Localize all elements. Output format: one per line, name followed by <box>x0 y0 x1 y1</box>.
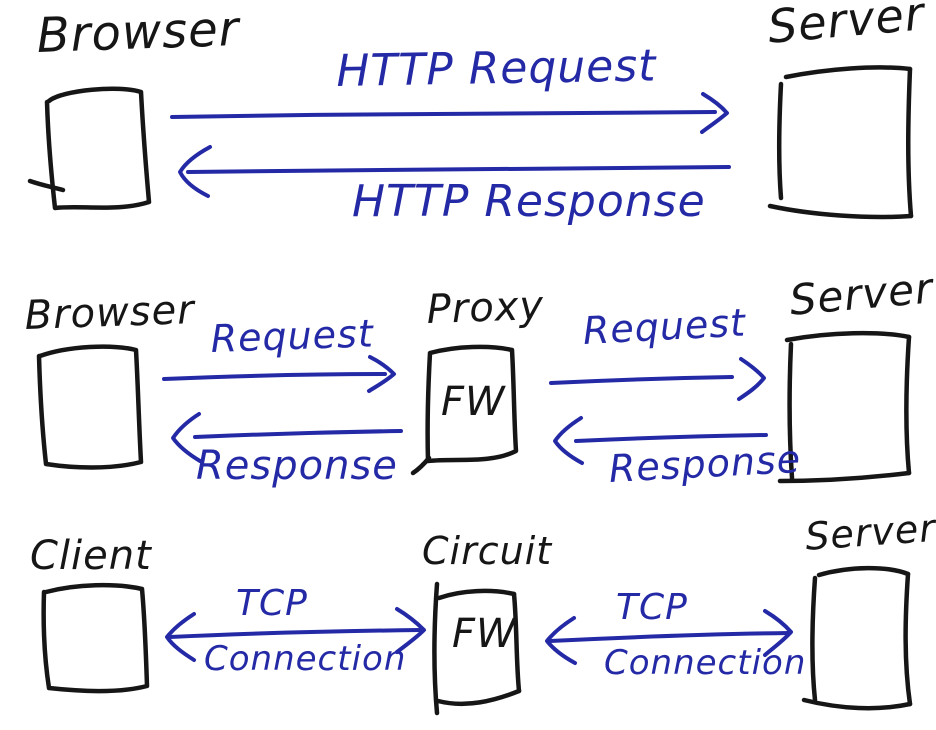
circuit-fw-box-left <box>432 581 440 716</box>
server3-label: Server <box>803 505 936 559</box>
server2-box-bottom <box>777 470 912 484</box>
circuit-fw-text: FW <box>452 611 517 657</box>
left-response-arrowhead-icon <box>171 412 202 463</box>
server3-box-bottom <box>801 697 913 711</box>
server2-box-right <box>904 334 912 476</box>
left-tcp-label: TCP <box>236 583 308 624</box>
http-response-label: HTTP Response <box>352 176 706 227</box>
server3-box-right <box>903 571 913 707</box>
server2-label: Server <box>787 263 936 325</box>
right-tcp-label: TCP <box>616 587 688 628</box>
left-response-label: Response <box>196 443 398 489</box>
row3-circuit-flow <box>41 565 913 716</box>
right-response-arrowhead-icon <box>553 416 584 465</box>
browser-box <box>44 86 152 211</box>
server2-box-left <box>787 341 795 481</box>
left-tcp-arrowhead-left-icon <box>165 612 196 662</box>
right-request-arrowhead-icon <box>737 357 766 401</box>
server2-box-top <box>784 330 912 343</box>
right-response-arrow-shaft <box>574 433 768 443</box>
http-request-arrowhead-icon <box>700 92 729 134</box>
circuit-fw-box-right <box>511 591 522 694</box>
browser-label: Browser <box>35 0 241 64</box>
http-request-label: HTTP Request <box>335 40 657 97</box>
left-request-label: Request <box>209 311 375 361</box>
proxy-label: Proxy <box>425 282 545 333</box>
right-connection-label: Connection <box>604 643 807 683</box>
right-request-arrow-shaft <box>549 375 734 385</box>
left-request-arrowhead-icon <box>367 355 396 393</box>
browser-box-corner-tick <box>27 178 66 193</box>
right-tcp-arrowhead-right-icon <box>763 609 793 657</box>
left-connection-label: Connection <box>204 639 407 679</box>
row2-proxy-flow <box>36 330 912 484</box>
http-request-arrow-shaft <box>170 110 717 119</box>
proxy-fw-box-foot-tick <box>410 455 432 476</box>
right-tcp-arrow-shaft <box>548 631 791 643</box>
browser2-label: Browser <box>23 287 196 339</box>
circuit-label: Circuit <box>422 529 553 573</box>
server-box-top <box>783 65 913 80</box>
proxy-fw-box <box>425 344 519 464</box>
server3-box-top <box>816 565 911 578</box>
right-tcp-arrowhead-left-icon <box>545 616 577 665</box>
row1-direct-connection <box>27 65 914 220</box>
server-box-bottom <box>767 203 914 220</box>
proxy-fw-text: FW <box>441 379 506 425</box>
left-tcp-arrow-shaft <box>168 628 423 639</box>
right-request-label: Request <box>581 300 748 353</box>
client-box <box>41 582 150 694</box>
circuit-fw-box-top <box>436 588 517 601</box>
right-response-label: Response <box>607 436 803 491</box>
http-response-arrow-shaft <box>186 165 731 174</box>
client-label: Client <box>30 533 152 579</box>
left-request-arrow-shaft <box>162 372 387 381</box>
left-tcp-arrowhead-right-icon <box>395 607 426 654</box>
http-response-arrowhead-icon <box>178 145 212 198</box>
server3-box-left <box>810 575 818 703</box>
browser2-box <box>36 344 144 470</box>
circuit-fw-box-bottom <box>435 688 522 707</box>
server-box-left <box>776 81 784 201</box>
left-response-arrow-shaft <box>193 429 403 439</box>
server-box-right <box>906 66 914 219</box>
